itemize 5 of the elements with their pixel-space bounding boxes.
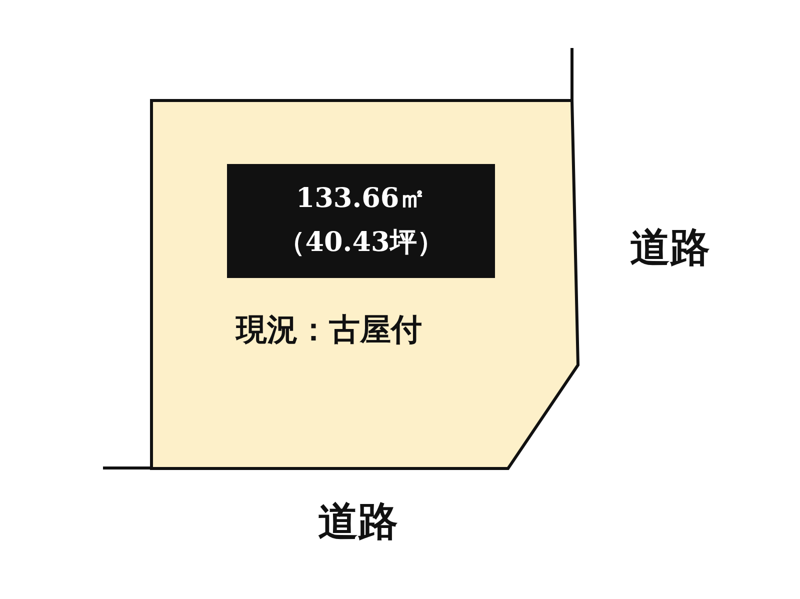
area-text: 133.66㎡（40.43坪） [277,182,445,260]
road-label: 道路 [630,224,710,273]
area-box [227,164,495,278]
status-text: 現況：古屋付 [236,311,422,350]
road-label: 道路 [318,498,398,547]
